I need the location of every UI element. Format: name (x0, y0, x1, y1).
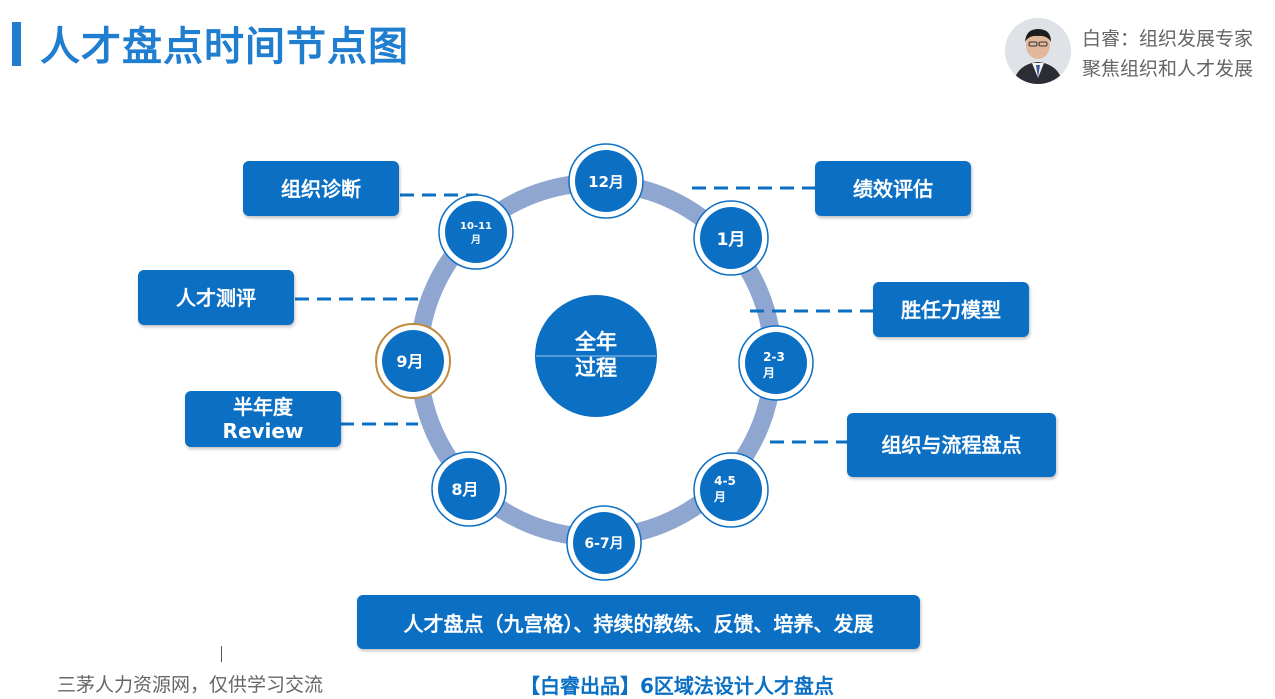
center-label-line1: 全年 (574, 330, 617, 354)
page-title: 人才盘点时间节点图 (40, 24, 409, 70)
activity-org-diagnosis: 组织诊断 (243, 161, 399, 216)
activity-competency-model: 胜任力模型 (873, 282, 1029, 337)
month-label-1: 1月 (717, 230, 746, 250)
month-node-8: 8月 (431, 451, 507, 527)
footer-credit: 【白睿出品】6区域法设计人才盘点 (520, 674, 834, 698)
month-label-10-11b: 月 (470, 234, 481, 246)
month-label-6-7: 6-7月 (584, 536, 623, 552)
month-node-12: 12月 (568, 143, 644, 219)
divider-tick (221, 646, 222, 662)
month-label-2-3a: 2-3 (763, 350, 785, 364)
month-node-10-11: 10-11 月 (438, 194, 514, 270)
month-node-6-7: 6-7月 (566, 505, 642, 581)
month-label-9: 9月 (396, 352, 423, 371)
author-focus: 聚焦组织和人才发展 (1082, 58, 1254, 80)
talent-review-banner-text: 人才盘点（九宫格）、持续的教练、反馈、培养、发展 (403, 611, 874, 636)
month-label-8: 8月 (451, 480, 478, 499)
activity-half-year-review: 半年度 Review (185, 391, 341, 447)
activity-talent-assessment-label: 人才测评 (176, 285, 256, 310)
activity-half-year-label-2: Review (222, 419, 304, 443)
month-label-4-5b: 月 (713, 490, 726, 504)
author-portrait-icon (1005, 18, 1071, 84)
month-node-2-3: 2-3 月 (738, 325, 814, 401)
month-label-12: 12月 (588, 173, 624, 191)
activity-competency-model-label: 胜任力模型 (901, 297, 1001, 322)
month-node-4-5: 4-5 月 (693, 452, 769, 528)
activity-talent-assessment: 人才测评 (138, 270, 294, 325)
month-node-9: 9月 (375, 323, 451, 399)
month-label-10-11a: 10-11 (460, 221, 492, 232)
month-label-4-5a: 4-5 (714, 474, 736, 488)
author-title: 白睿：组织发展专家 (1082, 28, 1254, 50)
activity-performance-eval-label: 绩效评估 (853, 176, 933, 201)
month-label-2-3b: 月 (762, 366, 775, 380)
activity-org-diagnosis-label: 组织诊断 (281, 176, 361, 201)
activity-org-process-review: 组织与流程盘点 (847, 413, 1056, 477)
month-node-1: 1月 (693, 200, 769, 276)
center-label-line2: 过程 (575, 356, 617, 380)
activity-performance-eval: 绩效评估 (815, 161, 971, 216)
title-accent-bar (12, 22, 21, 66)
activity-org-process-review-label: 组织与流程盘点 (881, 433, 1022, 457)
talent-review-banner: 人才盘点（九宫格）、持续的教练、反馈、培养、发展 (357, 595, 920, 649)
footer-source: 三茅人力资源网，仅供学习交流 (57, 674, 324, 696)
activity-half-year-label-1: 半年度 (233, 395, 293, 419)
center-node: 全年 过程 (535, 295, 657, 417)
author-avatar (1005, 18, 1071, 84)
